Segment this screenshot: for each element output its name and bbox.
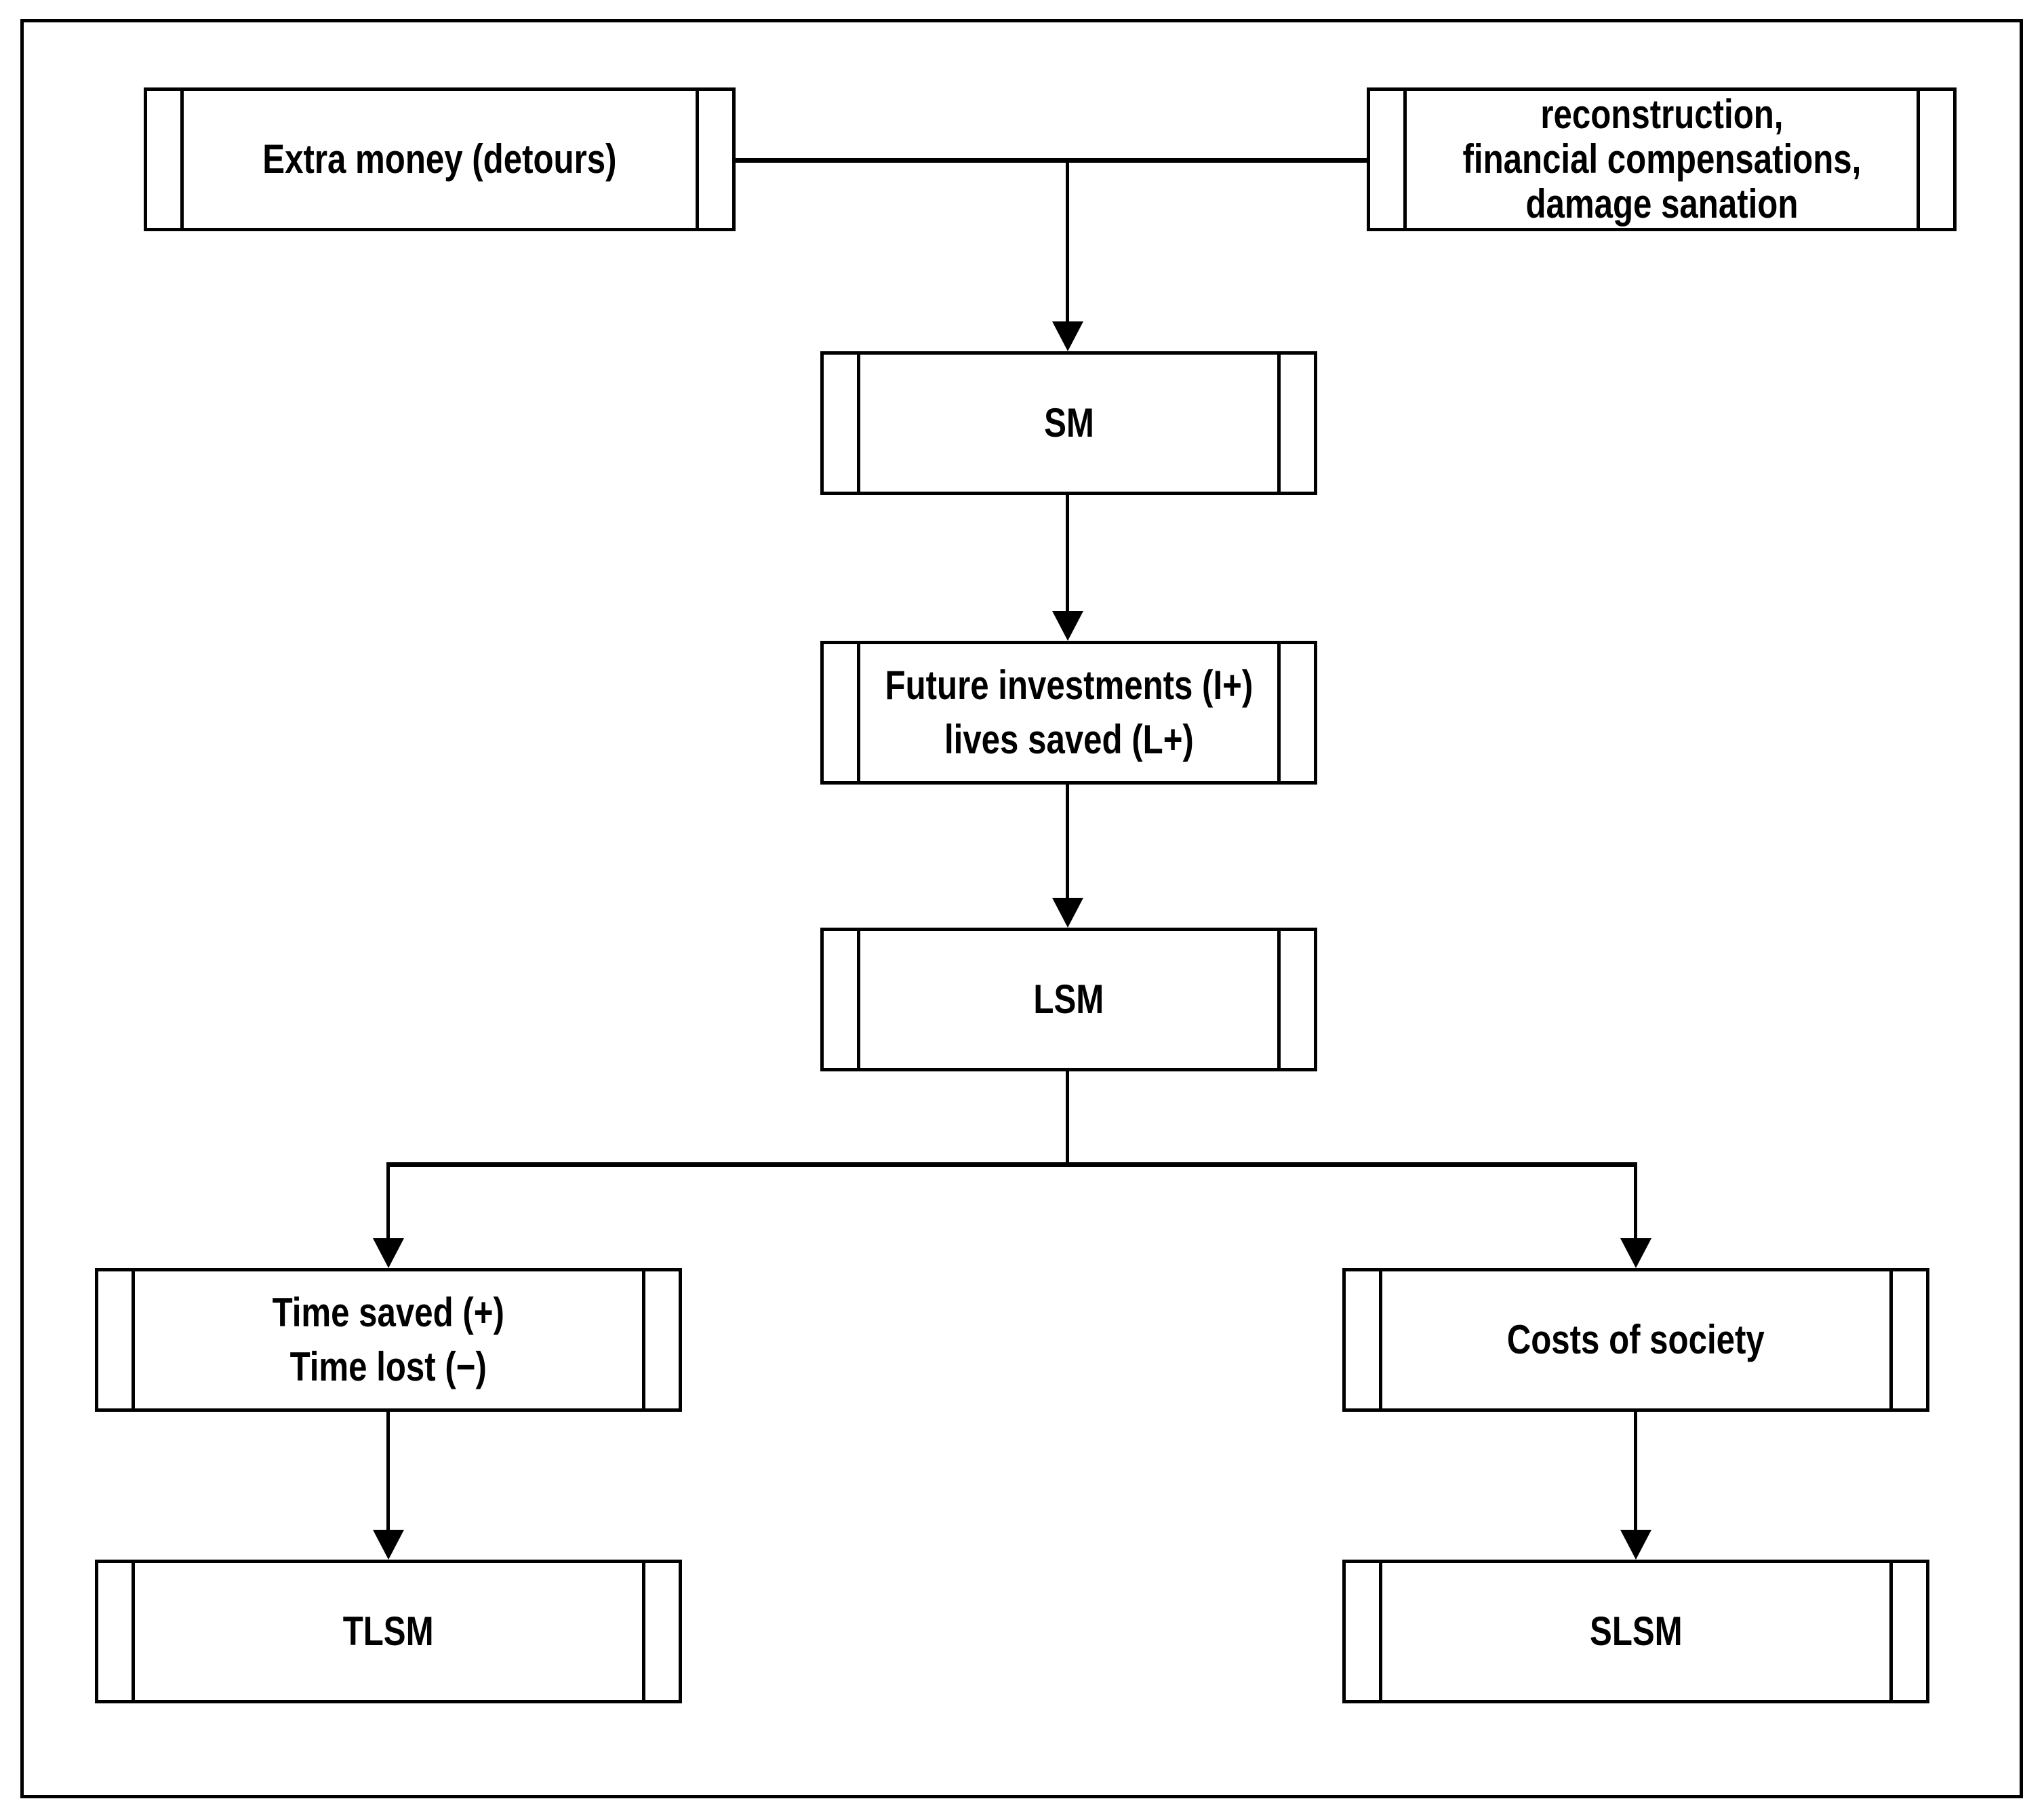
- label-line: Time lost (−): [289, 1344, 487, 1389]
- node-reconstruction: reconstruction, financial compensations,…: [1367, 87, 1957, 231]
- node-future-investments-label: Future investments (I+) lives saved (L+): [885, 658, 1253, 767]
- label-line: damage sanation: [1525, 181, 1798, 226]
- label-line: Time saved (+): [272, 1290, 505, 1335]
- connector-lsm-to-split: [1066, 1071, 1069, 1167]
- label-line: financial compensations,: [1462, 136, 1861, 182]
- process-rail-left: [132, 1271, 135, 1408]
- process-rail-right: [1277, 931, 1281, 1068]
- label-line: Future investments (I+): [885, 662, 1253, 708]
- node-slsm-label: SLSM: [1589, 1608, 1683, 1654]
- node-costs-of-society-label: Costs of society: [1506, 1317, 1765, 1362]
- process-rail-left: [132, 1563, 135, 1700]
- process-rail-left: [1379, 1563, 1382, 1700]
- process-rail-right: [696, 91, 699, 228]
- arrowhead-down-icon: [1052, 898, 1083, 928]
- node-tlsm-label: TLSM: [343, 1608, 434, 1654]
- connector-top-to-sm: [1066, 158, 1069, 324]
- arrowhead-down-icon: [373, 1530, 404, 1560]
- process-rail-left: [857, 644, 860, 781]
- arrowhead-down-icon: [1620, 1238, 1651, 1268]
- process-rail-right: [1889, 1271, 1893, 1408]
- node-costs-of-society: Costs of society: [1342, 1268, 1929, 1412]
- process-rail-right: [1277, 644, 1281, 781]
- process-rail-right: [642, 1271, 645, 1408]
- connector-future-to-lsm: [1066, 785, 1069, 899]
- connector-split-to-time: [386, 1162, 390, 1241]
- connector-split-horizontal: [386, 1162, 1637, 1167]
- connector-split-to-costs: [1634, 1162, 1637, 1241]
- node-extra-money-label: Extra money (detours): [262, 136, 617, 182]
- connector-topboxes-horizontal: [736, 158, 1367, 163]
- label-line: reconstruction,: [1540, 92, 1784, 137]
- node-slsm: SLSM: [1342, 1560, 1929, 1703]
- process-rail-right: [1277, 355, 1281, 492]
- process-rail-left: [180, 91, 184, 228]
- process-rail-right: [1889, 1563, 1893, 1700]
- connector-costs-to-slsm: [1634, 1412, 1637, 1532]
- node-tlsm: TLSM: [95, 1560, 682, 1703]
- node-sm-label: SM: [1043, 400, 1094, 446]
- node-future-investments: Future investments (I+) lives saved (L+): [820, 641, 1317, 785]
- node-lsm-label: LSM: [1033, 976, 1104, 1022]
- node-lsm: LSM: [820, 928, 1317, 1071]
- process-rail-left: [1379, 1271, 1382, 1408]
- arrowhead-down-icon: [1620, 1530, 1651, 1560]
- arrowhead-down-icon: [373, 1238, 404, 1268]
- node-sm: SM: [820, 351, 1317, 495]
- process-rail-right: [1917, 91, 1920, 228]
- arrowhead-down-icon: [1052, 611, 1083, 641]
- process-rail-left: [857, 355, 860, 492]
- node-time-saved-lost-label: Time saved (+) Time lost (−): [273, 1286, 504, 1394]
- node-time-saved-lost: Time saved (+) Time lost (−): [95, 1268, 682, 1412]
- label-line: lives saved (L+): [944, 717, 1194, 762]
- diagram-frame: [20, 19, 2023, 1798]
- node-reconstruction-label: reconstruction, financial compensations,…: [1462, 92, 1861, 226]
- process-rail-left: [1403, 91, 1407, 228]
- arrowhead-down-icon: [1052, 321, 1083, 351]
- process-rail-right: [642, 1563, 645, 1700]
- process-rail-left: [857, 931, 860, 1068]
- connector-sm-to-future: [1066, 495, 1069, 612]
- node-extra-money: Extra money (detours): [144, 87, 736, 231]
- connector-time-to-tlsm: [386, 1412, 390, 1532]
